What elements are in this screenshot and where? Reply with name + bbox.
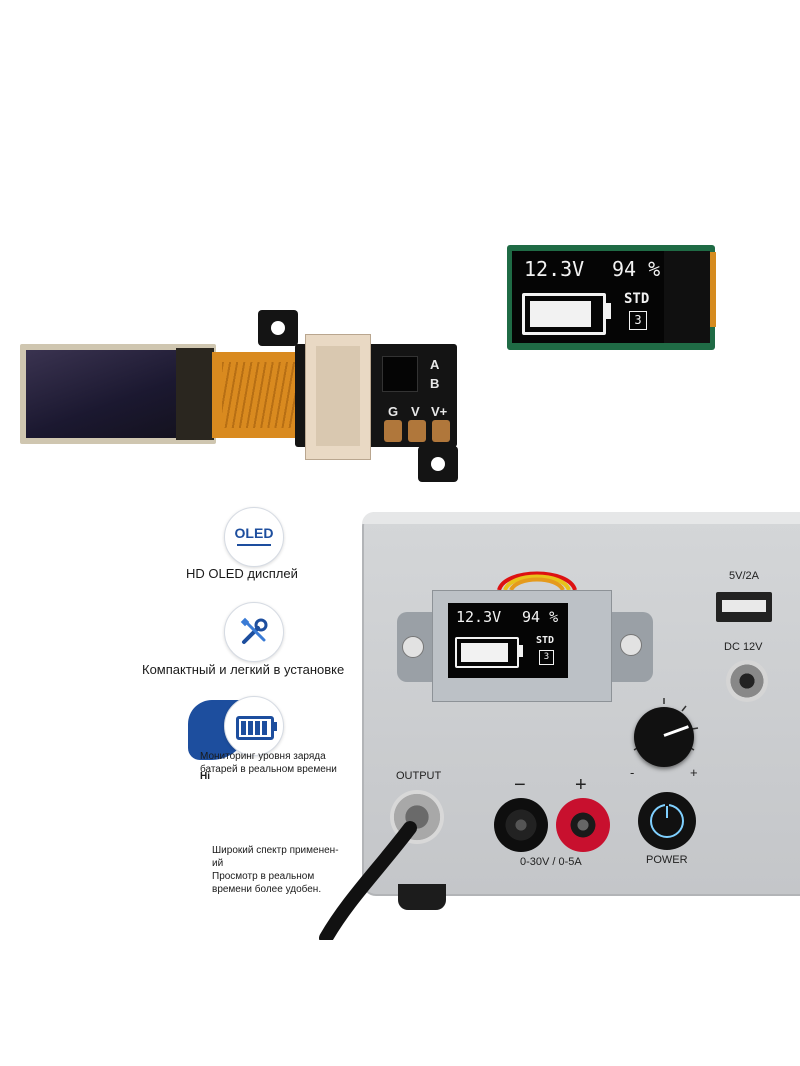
usb-label: 5V/2A <box>729 570 759 582</box>
feature-label-battery-2: батарей в реальном времени <box>200 764 337 775</box>
green-display-tail <box>662 251 710 343</box>
feature-label-wide-2: ий <box>212 858 224 869</box>
device-percent-readout: 94 % <box>522 608 559 626</box>
wrench-screwdriver-icon <box>240 617 268 644</box>
mode-label: STD <box>624 291 650 307</box>
voltage-readout: 12.3V <box>524 257 585 281</box>
mount-hole <box>271 321 285 335</box>
feature-label-wide-3: Просмотр в реальном <box>212 871 315 882</box>
battery-level-fill <box>530 301 591 327</box>
battery-tip <box>605 303 611 319</box>
solder-pad-vplus <box>432 420 450 442</box>
device-top-edge <box>362 512 800 524</box>
positive-symbol: + <box>575 774 587 796</box>
feature-overlay-hi: Hi <box>200 771 210 782</box>
negative-terminal <box>494 798 548 852</box>
green-display-screen: 12.3V 94 % STD 3 <box>512 251 664 343</box>
power-label: POWER <box>646 854 688 866</box>
tools-icon <box>224 602 284 662</box>
feature-label-wide-4: времени более удобен. <box>212 884 322 895</box>
feature-label-compact: Компактный и легкий в установке <box>142 662 345 677</box>
battery-tip <box>273 722 277 731</box>
pcb-mount-tab-bottom <box>418 446 458 482</box>
percent-readout: 94 % <box>612 257 661 281</box>
dc-jack <box>726 660 768 702</box>
silk-label-g: G <box>388 404 399 419</box>
silk-label-vplus: V+ <box>431 404 448 419</box>
output-cable <box>319 821 417 940</box>
battery-icon <box>224 696 284 756</box>
power-icon-stem <box>666 806 668 818</box>
device-mode-number: 3 <box>539 650 554 665</box>
module-wires <box>497 571 577 590</box>
device-battery-icon <box>455 637 519 668</box>
silk-label-a: A <box>430 357 440 372</box>
knob-minus-label: - <box>630 765 635 780</box>
solder-pad-v <box>408 420 426 442</box>
feature-label-battery-1: Мониторинг уровня заряда <box>200 751 326 762</box>
oled-edge <box>176 348 214 440</box>
device-voltage-readout: 12.3V <box>456 608 502 626</box>
usb-port-tongue <box>722 600 766 612</box>
output-range-label: 0-30V / 0-5A <box>520 856 582 868</box>
battery-bars <box>241 721 269 735</box>
power-icon <box>650 802 684 838</box>
mode-number: 3 <box>629 311 647 330</box>
device-battery-tip <box>519 645 523 657</box>
dc-jack-label: DC 12V <box>724 641 763 653</box>
silk-label-b: B <box>430 376 440 391</box>
device-battery-level-fill <box>461 643 508 662</box>
oled-icon: OLED <box>224 507 284 567</box>
screw-right <box>620 634 642 656</box>
positive-terminal <box>556 798 610 852</box>
output-label: OUTPUT <box>396 770 442 782</box>
feature-label-wide-1: Широкий спектр применен- <box>212 845 339 856</box>
oled-icon-underline <box>237 544 271 546</box>
voltage-adjust-knob <box>634 707 694 767</box>
silk-label-v: V <box>411 404 420 419</box>
knob-indicator <box>663 725 689 737</box>
device-display-screen: 12.3V 94 % STD 3 <box>448 603 568 678</box>
driver-chip <box>382 356 418 392</box>
battery-icon <box>522 293 606 335</box>
device-mode-label: STD <box>536 635 555 646</box>
feature-label-oled: HD OLED дисплей <box>186 566 298 581</box>
battery-outline <box>236 716 274 740</box>
device-foot <box>398 884 446 910</box>
solder-pad-g <box>384 420 402 442</box>
oled-icon-text: OLED <box>234 525 274 541</box>
fpc-connector-latch <box>316 346 360 446</box>
pcb-mount-tab-top <box>258 310 298 346</box>
mount-hole <box>431 457 445 471</box>
oled-screen <box>26 350 176 438</box>
knob-plus-label: + <box>690 765 698 780</box>
negative-symbol: − <box>514 774 526 796</box>
screw-left <box>402 636 424 658</box>
